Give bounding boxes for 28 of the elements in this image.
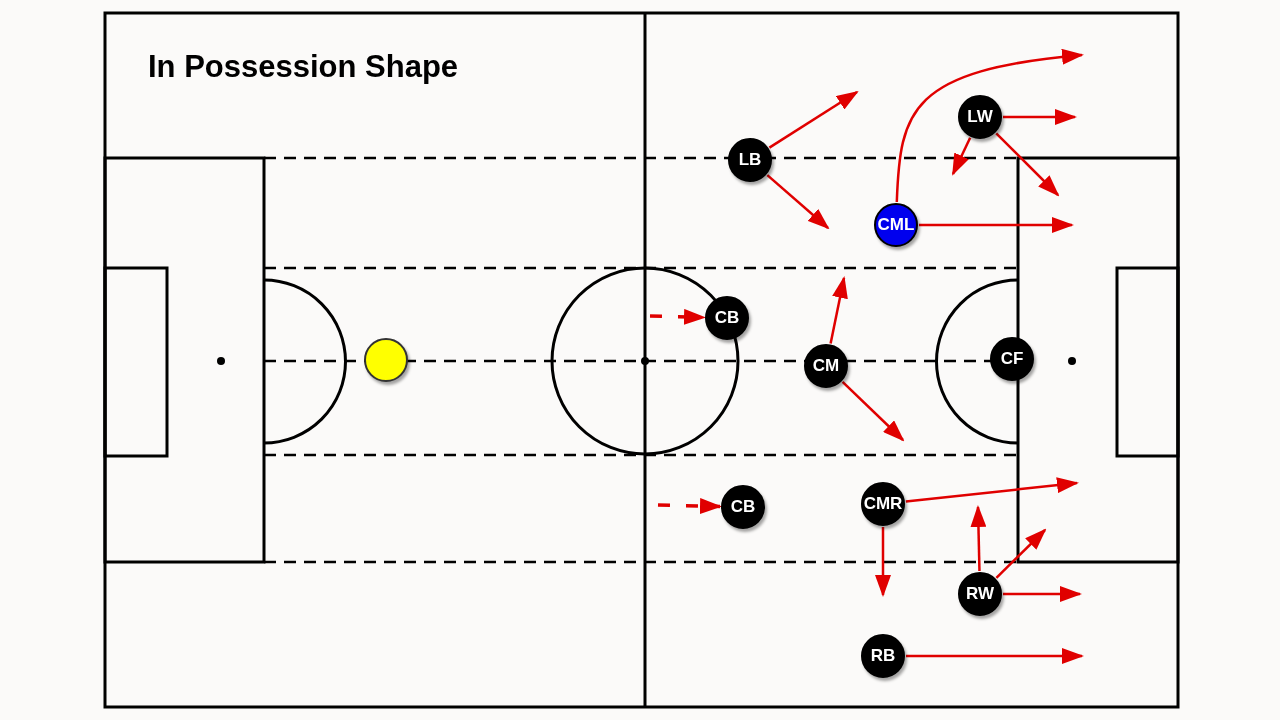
player-marker: RW <box>958 572 1002 616</box>
player-marker: CMR <box>861 482 905 526</box>
title: In Possession Shape <box>148 48 459 86</box>
arrow <box>970 505 987 572</box>
player-marker: CF <box>990 337 1034 381</box>
arrow <box>829 276 848 344</box>
arrow <box>657 498 722 514</box>
player-marker: CM <box>804 344 848 388</box>
arrow <box>1003 586 1082 602</box>
arrow <box>875 527 891 597</box>
arrow <box>768 90 859 149</box>
arrow <box>995 132 1060 197</box>
arrow <box>905 477 1079 503</box>
arrow <box>649 308 706 325</box>
arrow <box>951 137 972 176</box>
player-marker: CB <box>721 485 765 529</box>
arrow <box>895 49 1084 203</box>
player-marker: RB <box>861 634 905 678</box>
arrow <box>841 381 905 442</box>
arrow <box>995 528 1047 579</box>
player-marker: CB <box>705 296 749 340</box>
player-marker: LB <box>728 138 772 182</box>
player-marker: CML <box>874 203 918 247</box>
arrow <box>906 648 1084 664</box>
arrow <box>919 217 1074 233</box>
arrow <box>1003 109 1077 125</box>
player-marker: LW <box>958 95 1002 139</box>
arrow <box>766 174 830 230</box>
